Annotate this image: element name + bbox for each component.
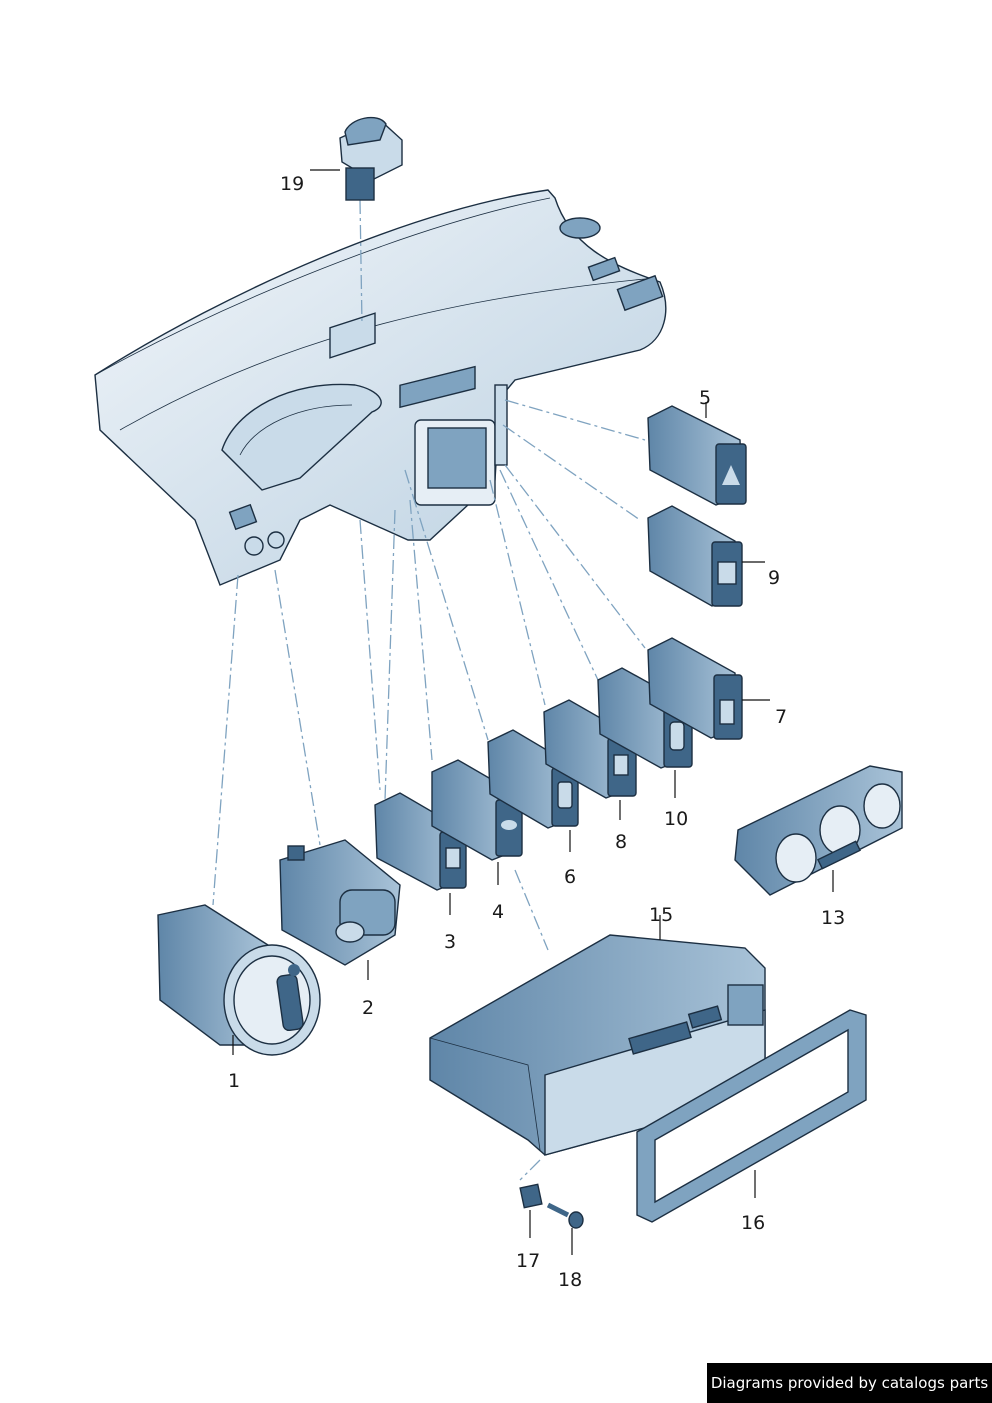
callout-2: 2: [362, 997, 374, 1019]
callout-6: 6: [564, 866, 576, 888]
callout-17: 17: [516, 1250, 540, 1272]
part-19-switch: [339, 116, 403, 201]
part-15-climatronic-unit: [429, 934, 766, 1156]
callout-4: 4: [492, 901, 504, 923]
part-17-clip: [519, 1183, 543, 1209]
callout-15: 15: [649, 904, 673, 926]
callout-1: 1: [228, 1070, 240, 1092]
callout-7: 7: [775, 706, 787, 728]
callout-8: 8: [615, 831, 627, 853]
part-7-switch: [647, 637, 743, 740]
part-16-trim-frame: [636, 1009, 867, 1223]
dashboard-panel: [94, 189, 667, 586]
callout-10: 10: [664, 808, 688, 830]
callout-18: 18: [558, 1269, 582, 1291]
callout-13: 13: [821, 907, 845, 929]
part-9-switch: [647, 505, 743, 607]
part-18-screw: [546, 1202, 584, 1229]
callout-9: 9: [768, 567, 780, 589]
center-vent: [329, 312, 476, 409]
part-13-climate-control: [734, 765, 903, 896]
callout-19: 19: [280, 173, 304, 195]
callout-5: 5: [699, 387, 711, 409]
part-1-light-switch: [157, 904, 321, 1056]
side-vent-right: [559, 217, 664, 312]
callout-3: 3: [444, 931, 456, 953]
part-2-range-switch: [279, 839, 401, 966]
callout-numbers: 19 5 9 7 10 8 6 4 3 2 1 13 15 16 17 18: [228, 173, 845, 1291]
side-vent-left: [228, 503, 285, 556]
callout-leaders: [232, 169, 834, 1255]
assembly-leader-lines: [212, 199, 646, 1181]
credit-banner: Diagrams provided by catalogs parts: [707, 1363, 992, 1403]
callout-16: 16: [741, 1212, 765, 1234]
part-5-hazard-switch: [647, 405, 747, 506]
